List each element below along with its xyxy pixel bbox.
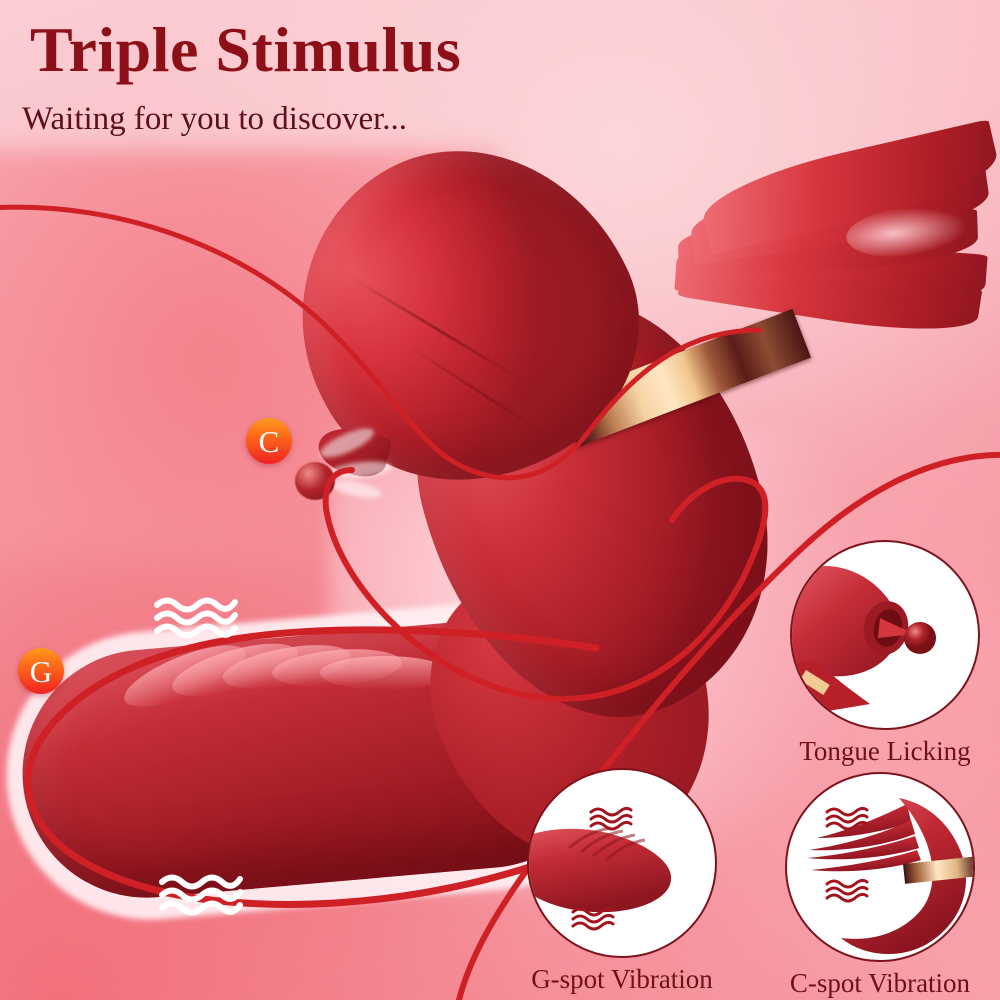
feature-circle-g-spot-vibration: [527, 768, 717, 958]
gold-band: [903, 856, 973, 884]
c-spot-vibration-illustration: [807, 798, 973, 955]
wave-lower-arm-icon: [159, 874, 243, 916]
body-shape: [841, 798, 966, 955]
handle-gold-band: [799, 670, 830, 696]
feature-label-tongue-licking: Tongue Licking: [799, 736, 971, 766]
feature-circle-c-spot-vibration: [785, 772, 975, 962]
wave-cspot-bottom-icon: [825, 878, 869, 903]
wave-gspot-top-icon: [589, 806, 633, 831]
fan-blades: [807, 804, 921, 872]
contour-line-cavity: [322, 467, 769, 702]
page-subtitle: Waiting for you to discover...: [22, 101, 408, 137]
feature-tongue-licking[interactable]: Tongue Licking: [790, 540, 980, 766]
feature-g-spot-vibration[interactable]: G-spot Vibration: [527, 768, 717, 994]
feature-c-spot-vibration[interactable]: C-spot Vibration: [785, 772, 975, 998]
contour-line-arm: [24, 626, 604, 908]
wave-gspot-bottom-icon: [571, 906, 615, 931]
badge-g-spot[interactable]: G: [18, 648, 64, 694]
g-spot-vibration-illustration: [529, 806, 672, 931]
bead: [904, 622, 936, 654]
arm-shape: [529, 828, 672, 913]
wave-cspot-top-icon: [825, 806, 869, 831]
page-title: Triple Stimulus: [30, 14, 462, 85]
feature-circle-tongue-licking: [790, 540, 980, 730]
contour-line-right: [455, 451, 1000, 1000]
feature-label-g-spot-vibration: G-spot Vibration: [531, 964, 713, 994]
feature-label-c-spot-vibration: C-spot Vibration: [789, 968, 971, 998]
wave-upper-arm-icon: [154, 597, 238, 639]
badge-c-spot[interactable]: C: [246, 418, 292, 464]
contour-line-upper: [0, 204, 763, 481]
tongue-licking-illustration: [792, 565, 936, 712]
